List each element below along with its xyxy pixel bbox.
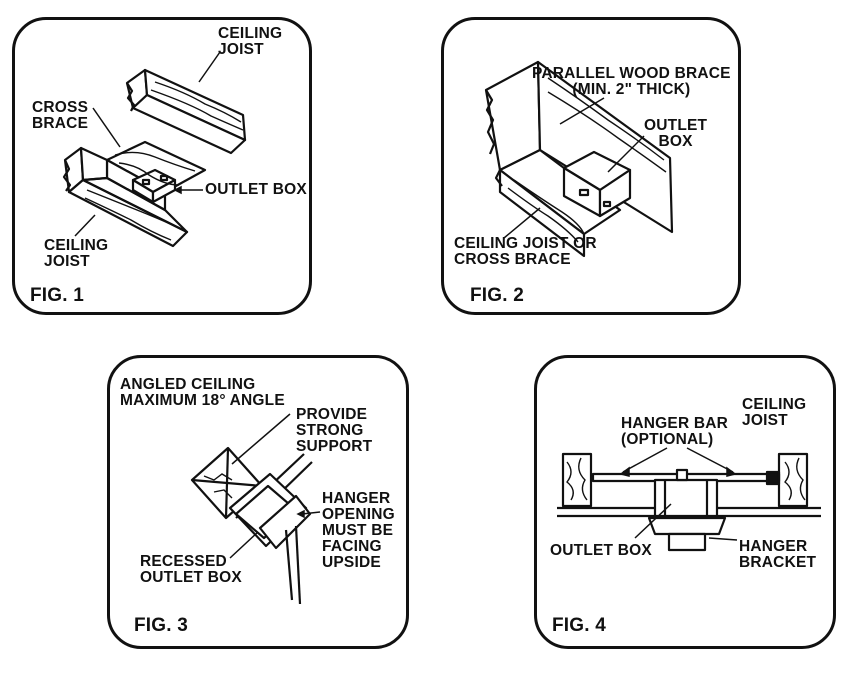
figure-3-panel: ANGLED CEILING MAXIMUM 18° ANGLE PROVIDE…: [107, 355, 409, 649]
figure-2-caption: FIG. 2: [470, 285, 524, 306]
label-ceiling-joist-or-cross-brace: CEILING JOIST OR CROSS BRACE: [454, 235, 597, 268]
figure-2-panel: PARALLEL WOOD BRACE (MIN. 2" THICK) OUTL…: [441, 17, 741, 315]
label-ceiling-joist: CEILING JOIST: [742, 396, 807, 429]
label-outlet-box: OUTLET BOX: [644, 117, 708, 150]
label-provide-strong-support: PROVIDE STRONG SUPPORT: [296, 406, 373, 455]
figure-4-illustration: [557, 447, 821, 552]
label-hanger-opening: HANGER OPENING MUST BE FACING UPSIDE: [322, 490, 395, 571]
figure-1-illustration: [62, 51, 247, 248]
figure-3-caption: FIG. 3: [134, 615, 188, 636]
label-parallel-wood-brace: PARALLEL WOOD BRACE (MIN. 2" THICK): [532, 65, 731, 98]
figure-2-illustration: [484, 60, 674, 258]
figure-1-panel: CEILING JOIST CROSS BRACE OUTLET BOX CEI…: [12, 17, 312, 315]
label-ceiling-joist-bottom: CEILING JOIST: [44, 237, 109, 270]
label-recessed-outlet-box: RECESSED OUTLET BOX: [140, 553, 242, 586]
label-hanger-bracket: HANGER BRACKET: [739, 538, 817, 571]
figure-4-panel: HANGER BAR (OPTIONAL) CEILING JOIST OUTL…: [534, 355, 836, 649]
figure-3-illustration: [190, 413, 321, 605]
figure-4-caption: FIG. 4: [552, 615, 606, 636]
label-outlet-box: OUTLET BOX: [205, 181, 307, 198]
label-cross-brace: CROSS BRACE: [32, 99, 89, 132]
label-angled-ceiling: ANGLED CEILING MAXIMUM 18° ANGLE: [120, 376, 285, 409]
label-ceiling-joist-top: CEILING JOIST: [218, 25, 283, 58]
label-hanger-bar: HANGER BAR (OPTIONAL): [621, 415, 729, 448]
label-outlet-box: OUTLET BOX: [550, 542, 652, 559]
figure-1-caption: FIG. 1: [30, 285, 84, 306]
